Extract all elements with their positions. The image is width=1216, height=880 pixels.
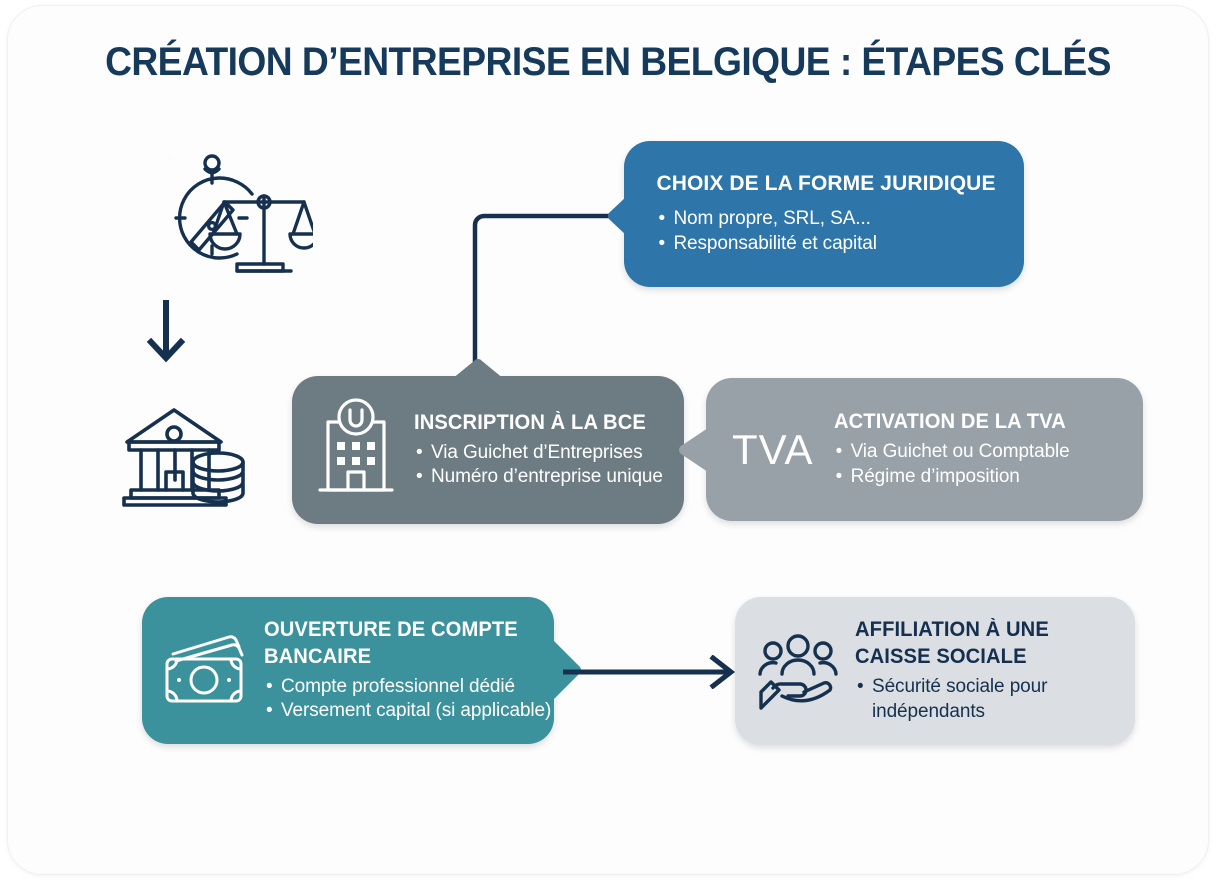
card-tail-top	[452, 359, 504, 379]
people-hand-icon	[755, 629, 841, 713]
banknotes-icon	[160, 631, 252, 711]
bullet-item: Nom propre, SRL, SA...	[656, 207, 995, 232]
card-bullets: Nom propre, SRL, SA... Responsabilité et…	[656, 207, 995, 256]
step-card-inscription-bce[interactable]: INSCRIPTION À LA BCE Via Guichet d’Entre…	[292, 359, 684, 524]
card-title: OUVERTURE DE COMPTE BANCAIRE	[264, 617, 518, 668]
page-title: CRÉATION D’ENTREPRISE EN BELGIQUE : ÉTAP…	[105, 40, 1111, 84]
card-title: CHOIX DE LA FORME JURIDIQUE	[656, 172, 996, 196]
arrow-down-icon	[139, 299, 195, 375]
card-tail-left	[608, 196, 627, 236]
card-bullets: Sécurité sociale pour indépendants	[855, 675, 1070, 724]
bullet-item: Versement capital (si applicable)	[264, 699, 551, 724]
card-bullets: Compte professionnel dédié Versement cap…	[264, 675, 551, 724]
building-u-icon	[314, 398, 398, 502]
bullet-item: Sécurité sociale pour indépendants	[855, 675, 1070, 724]
bullet-item: Régime d’imposition	[834, 465, 1076, 490]
card-title: ACTIVATION DE LA TVA	[833, 410, 1066, 434]
card-arrow-left	[679, 428, 708, 472]
bank-and-coins-icon	[119, 400, 249, 515]
compass-and-scales-icon	[163, 150, 320, 295]
card-title: INSCRIPTION À LA BCE	[414, 410, 646, 434]
tva-wordmark: TVA	[732, 425, 814, 473]
step-card-caisse-sociale[interactable]: AFFILIATION À UNE CAISSE SOCIALE Sécurit…	[735, 597, 1135, 745]
bullet-item: Via Guichet d’Entreprises	[414, 441, 663, 466]
card-title: AFFILIATION À UNE CAISSE SOCIALE	[855, 618, 1049, 669]
step-card-compte-bancaire[interactable]: OUVERTURE DE COMPTE BANCAIRE Compte prof…	[142, 597, 581, 744]
bullet-item: Numéro d’entreprise unique	[414, 465, 663, 490]
elbow-connector-forme-to-bce	[455, 200, 655, 395]
step-card-forme-juridique[interactable]: CHOIX DE LA FORME JURIDIQUE Nom propre, …	[608, 141, 1024, 287]
card-bullets: Via Guichet d’Entreprises Numéro d’entre…	[414, 441, 663, 490]
bullet-item: Compte professionnel dédié	[264, 675, 551, 700]
card-bullets: Via Guichet ou Comptable Régime d’imposi…	[834, 440, 1076, 489]
arrow-right-icon	[562, 654, 741, 694]
bullet-item: Responsabilité et capital	[656, 232, 995, 257]
step-card-activation-tva[interactable]: TVA ACTIVATION DE LA TVA Via Guichet ou …	[679, 378, 1143, 521]
bullet-item: Via Guichet ou Comptable	[834, 440, 1076, 465]
